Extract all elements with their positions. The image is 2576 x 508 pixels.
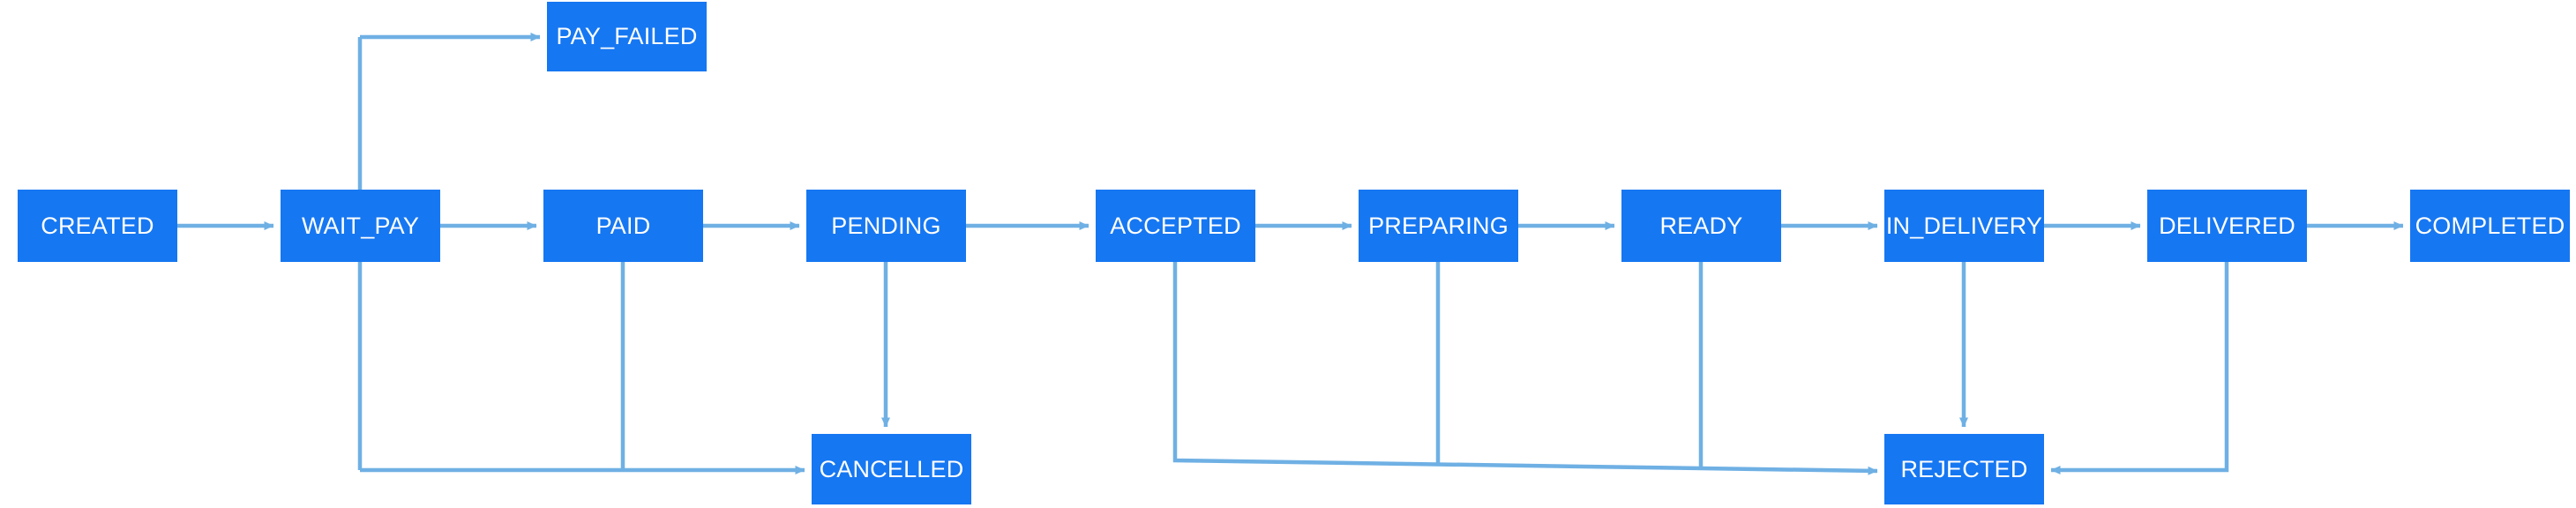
state-node-pay-failed[interactable]: PAY_FAILED	[547, 2, 707, 71]
state-node-preparing[interactable]: PREPARING	[1359, 190, 1518, 262]
state-node-paid[interactable]: PAID	[543, 190, 703, 262]
state-node-ready[interactable]: READY	[1621, 190, 1781, 262]
state-node-rejected[interactable]: REJECTED	[1884, 434, 2044, 504]
state-node-delivered[interactable]: DELIVERED	[2147, 190, 2307, 262]
edge-accepted-to-rejected	[1172, 262, 1878, 475]
state-node-completed[interactable]: COMPLETED	[2410, 190, 2570, 262]
state-node-pending[interactable]: PENDING	[806, 190, 966, 262]
state-node-cancelled[interactable]: CANCELLED	[812, 434, 971, 504]
edge-delivered-to-rejected	[2050, 262, 2229, 474]
state-node-created[interactable]: CREATED	[18, 190, 177, 262]
state-node-accepted[interactable]: ACCEPTED	[1096, 190, 1255, 262]
state-node-wait-pay[interactable]: WAIT_PAY	[281, 190, 440, 262]
state-node-in-delivery[interactable]: IN_DELIVERY	[1884, 190, 2044, 262]
